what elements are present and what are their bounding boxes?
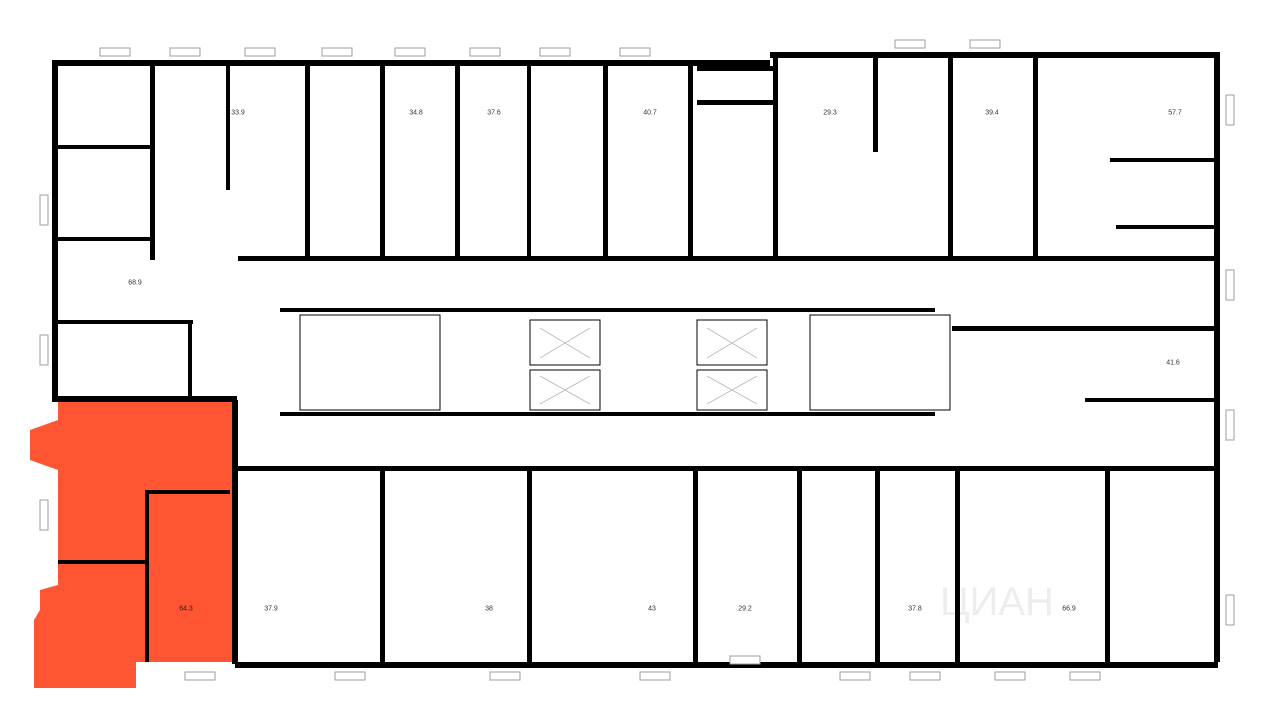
selected-apartment-shape[interactable]	[30, 400, 235, 688]
area-label-64-3-selected[interactable]: 64.3	[179, 605, 193, 613]
windows	[39, 39, 1235, 681]
outer-walls	[52, 52, 1220, 668]
area-label-29-3[interactable]: 29.3	[823, 109, 837, 117]
area-label-33-9[interactable]: 33.9	[231, 109, 245, 117]
area-label-40-7[interactable]: 40.7	[643, 109, 657, 117]
watermark: ЦИАН	[940, 580, 1054, 624]
area-label-39-4[interactable]: 39.4	[985, 109, 999, 117]
area-label-37-6[interactable]: 37.6	[487, 109, 501, 117]
area-label-66-9[interactable]: 66.9	[1062, 605, 1076, 613]
upper-partitions	[58, 52, 1218, 396]
area-label-38[interactable]: 38	[485, 605, 493, 613]
area-label-37-8[interactable]: 37.8	[908, 605, 922, 613]
area-label-37-9[interactable]: 37.9	[264, 605, 278, 613]
area-label-29-2[interactable]: 29.2	[738, 605, 752, 613]
lower-partitions	[58, 470, 1110, 664]
area-label-43[interactable]: 43	[648, 605, 656, 613]
area-label-57-7[interactable]: 57.7	[1168, 109, 1182, 117]
cores	[299, 314, 951, 411]
corridor-walls	[238, 256, 1218, 471]
area-label-34-8[interactable]: 34.8	[409, 109, 423, 117]
area-label-68-9[interactable]: 68.9	[128, 279, 142, 287]
area-label-41-6[interactable]: 41.6	[1166, 359, 1180, 367]
